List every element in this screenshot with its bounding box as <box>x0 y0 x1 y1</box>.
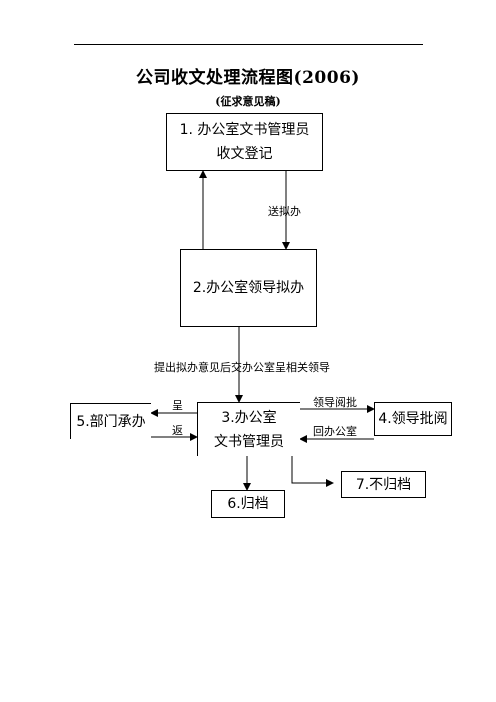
node-1-line1: 1. 办公室文书管理员 <box>179 122 310 138</box>
edge-label-return: 返 <box>172 424 183 437</box>
node-2-line1: 2.办公室领导拟办 <box>192 280 305 296</box>
edge-3-to-7 <box>291 456 334 487</box>
edge-label-opinion: 提出拟办意见后交办公室呈相关领导 <box>154 361 330 374</box>
node-4-leader-review: 4.领导批阅 <box>374 402 452 436</box>
page-subtitle: (征求意见稿) <box>215 95 281 108</box>
node-1-line2: 收文登记 <box>216 146 273 162</box>
header-rule <box>74 44 423 45</box>
node-3-line1: 3.办公室 <box>221 409 277 426</box>
node-6-line1: 6.归档 <box>227 496 269 512</box>
edge-label-submit: 呈 <box>172 399 183 412</box>
node-7-no-archive: 7.不归档 <box>341 471 426 498</box>
node-6-archive: 6.归档 <box>211 490 285 518</box>
edge-label-send-draft: 送拟办 <box>268 205 301 218</box>
node-1-registration: 1. 办公室文书管理员 收文登记 <box>166 113 323 171</box>
page-title: 公司收文处理流程图(2006) <box>136 68 360 88</box>
node-3-office-clerk: 3.办公室 文书管理员 <box>197 402 300 456</box>
node-2-leader-draft: 2.办公室领导拟办 <box>180 249 317 327</box>
node-7-line1: 7.不归档 <box>355 476 412 493</box>
node-4-line1: 4.领导批阅 <box>378 411 448 427</box>
node-5-department: 5.部门承办 <box>70 403 151 439</box>
node-5-line1: 5.部门承办 <box>76 413 146 430</box>
edge-label-back-to-office: 回办公室 <box>313 425 357 438</box>
node-3-line2: 文书管理员 <box>214 433 284 450</box>
edge-label-leader-review: 领导阅批 <box>313 396 357 409</box>
